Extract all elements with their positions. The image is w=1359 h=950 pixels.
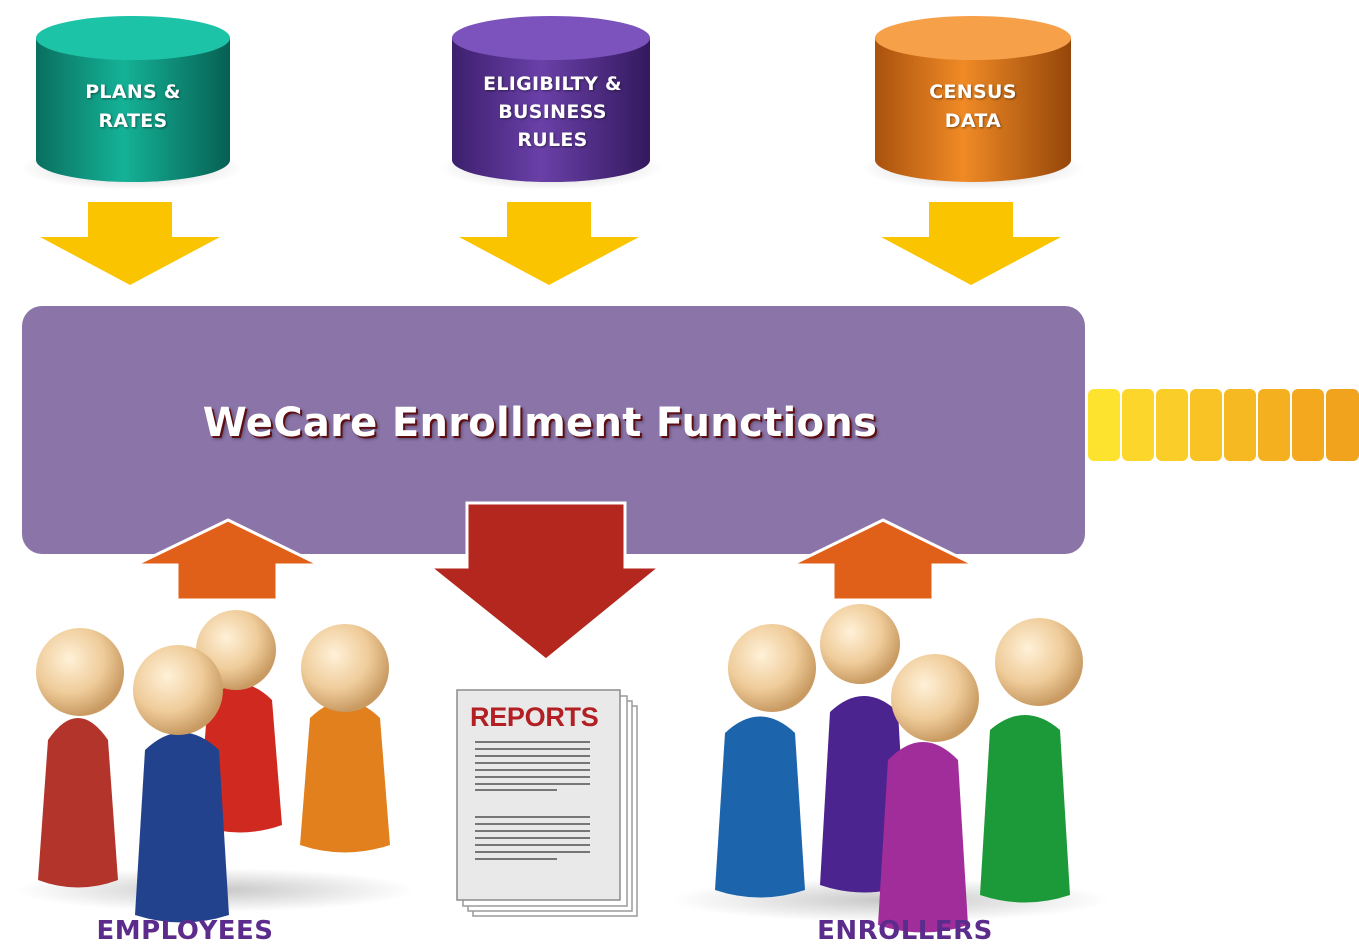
plans-rates-label: PLANS & RATES: [58, 78, 208, 136]
employees-figures: [15, 610, 415, 923]
database-plans-rates: [20, 16, 244, 190]
reports-title: REPORTS: [470, 702, 599, 732]
eligibility-rules-line-3: RULES: [517, 129, 588, 151]
down-arrow-census: [881, 202, 1061, 285]
census-data-label: CENSUS DATA: [898, 78, 1048, 136]
enrollment-functions-title: WeCare Enrollment Functions: [202, 400, 878, 446]
census-data-line-1: CENSUS: [929, 81, 1017, 103]
enrollment-functions-box: [22, 306, 1085, 554]
eligibility-rules-label: ELIGIBILTY & BUSINESS RULES: [470, 70, 635, 154]
down-arrow-rules: [459, 202, 639, 285]
up-arrow-employees: [134, 518, 321, 602]
enrollers-label: ENROLLERS: [817, 916, 993, 946]
database-eligibility-rules: [439, 16, 663, 190]
plans-rates-line-1: PLANS &: [85, 81, 181, 103]
down-arrow-plans: [40, 202, 220, 285]
census-data-line-2: DATA: [944, 110, 1002, 132]
employees-label: EMPLOYEES: [96, 916, 274, 946]
enrollers-figures: [670, 604, 1110, 933]
reports-document: [456, 689, 638, 917]
stripes-decoration: [1088, 389, 1359, 461]
database-census-data: [861, 16, 1085, 190]
eligibility-rules-line-1: ELIGIBILTY &: [483, 73, 622, 95]
eligibility-rules-line-2: BUSINESS: [498, 101, 607, 123]
down-arrow-reports: [425, 501, 665, 662]
up-arrow-enrollers: [790, 518, 976, 602]
plans-rates-line-2: RATES: [98, 110, 168, 132]
